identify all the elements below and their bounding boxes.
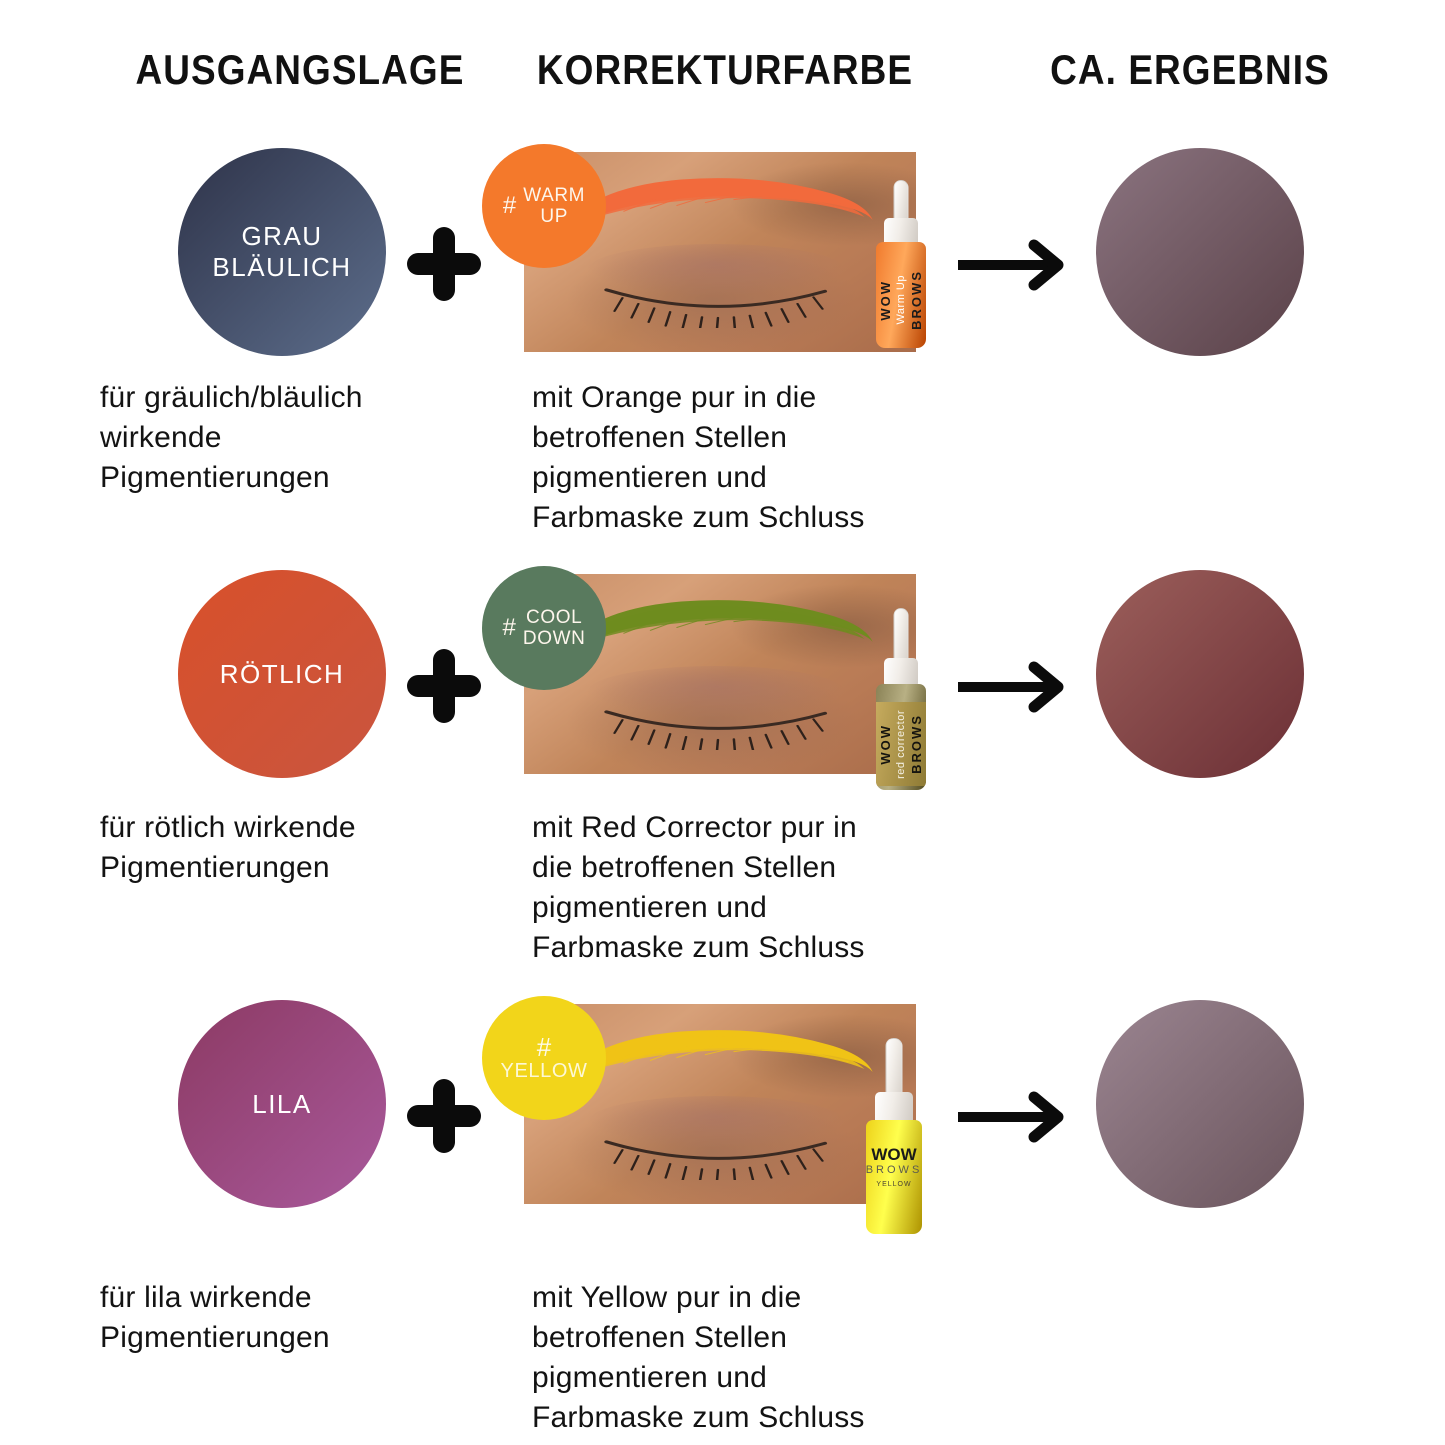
arrow-icon bbox=[958, 661, 1064, 713]
eyebrow-pigment bbox=[577, 178, 873, 220]
bottle-product-line: BROWS bbox=[909, 270, 924, 330]
column-header-ergebnis: CA. ERGEBNIS bbox=[1050, 46, 1330, 93]
arrow-icon bbox=[958, 239, 1064, 291]
result-color-circle bbox=[1096, 570, 1304, 778]
source-color-label: RÖTLICH bbox=[219, 658, 345, 689]
source-caption: für rötlich wirkende Pigmentierungen bbox=[100, 811, 356, 884]
source-color-circle: RÖTLICH bbox=[178, 570, 386, 778]
arrow-icon bbox=[958, 1091, 1064, 1143]
product-bottle: WOW Warm Up BROWS bbox=[864, 180, 938, 348]
column-header-korrekturfarbe: KORREKTURFARBE bbox=[536, 46, 914, 93]
result-color-circle bbox=[1096, 1000, 1304, 1208]
eyelashes bbox=[604, 1140, 828, 1180]
product-bottle: WOW BROWS YELLOW bbox=[854, 1038, 934, 1234]
column-headers: AUSGANGSLAGE KORREKTURFARBE CA. ERGEBNIS bbox=[0, 46, 1445, 106]
corrector-badge: # WARM UP bbox=[482, 144, 606, 268]
hash-icon: # bbox=[536, 1031, 552, 1062]
corrector-badge-label: WARM UP bbox=[523, 184, 586, 227]
corrector-badge: # COOL DOWN bbox=[482, 566, 606, 690]
hash-icon: # bbox=[502, 614, 516, 641]
bottle-brand: WOW bbox=[878, 279, 893, 321]
source-caption: für gräulich/bläulich wirkende Pigmentie… bbox=[100, 381, 363, 494]
eyelashes bbox=[604, 710, 828, 750]
corrector-badge-label: COOL DOWN bbox=[522, 606, 586, 649]
source-caption: für lila wirkende Pigmentierungen bbox=[100, 1281, 330, 1354]
bottle-brand: WOW bbox=[871, 1145, 917, 1164]
eyelid bbox=[586, 244, 846, 296]
column-header-ausgangslage: AUSGANGSLAGE bbox=[135, 46, 465, 93]
bottle-product-name: Warm Up bbox=[895, 275, 907, 325]
corrector-badge-label: YELLOW bbox=[500, 1059, 588, 1082]
correction-caption: mit Red Corrector pur in die betroffenen… bbox=[532, 811, 865, 964]
eyelid bbox=[586, 666, 846, 718]
correction-caption: mit Orange pur in die betroffenen Stelle… bbox=[532, 381, 865, 534]
brow-photo: # WARM UP WOW Warm Up BROWS bbox=[482, 144, 926, 352]
plus-icon bbox=[407, 1079, 481, 1153]
eyelid bbox=[586, 1096, 846, 1148]
plus-icon bbox=[407, 649, 481, 723]
bottle-product-name: YELLOW bbox=[876, 1181, 912, 1188]
eyelashes bbox=[604, 288, 828, 328]
corrector-badge: # YELLOW bbox=[482, 996, 606, 1120]
source-color-circle: LILA bbox=[178, 1000, 386, 1208]
bottle-product-line: BROWS bbox=[866, 1164, 922, 1176]
source-color-label: GRAU BLÄULICH bbox=[212, 221, 352, 282]
brow-photo: # YELLOW WOW BROWS YELLOW bbox=[482, 996, 922, 1234]
source-color-circle: GRAU BLÄULICH bbox=[178, 148, 386, 356]
eyebrow-pigment bbox=[577, 1030, 873, 1072]
bottle-brand: WOW bbox=[878, 723, 893, 765]
result-color-circle bbox=[1096, 148, 1304, 356]
brow-photo: # COOL DOWN WOW red corrector BROWS bbox=[482, 566, 926, 790]
source-color-label: LILA bbox=[252, 1088, 312, 1119]
bottle-product-name: red corrector bbox=[895, 709, 907, 779]
eyebrow-pigment bbox=[577, 600, 873, 642]
correction-caption: mit Yellow pur in die betroffenen Stelle… bbox=[532, 1281, 865, 1434]
plus-icon bbox=[407, 227, 481, 301]
hash-icon: # bbox=[502, 192, 517, 219]
bottle-product-line: BROWS bbox=[909, 714, 924, 774]
product-bottle: WOW red corrector BROWS bbox=[864, 608, 938, 790]
